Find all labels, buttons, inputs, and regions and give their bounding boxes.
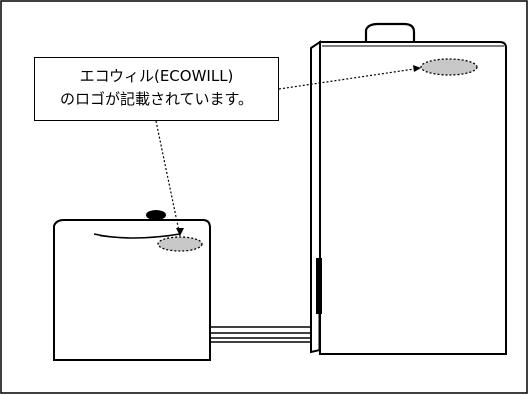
arrowhead-tank (413, 65, 421, 72)
logo-callout-box: エコウィル(ECOWILL) のロゴが記載されています。 (34, 57, 279, 121)
logo-marker-tank (420, 58, 478, 76)
connecting-pipes (205, 326, 318, 343)
callout-line-2: のロゴが記載されています。 (59, 90, 254, 108)
leader-lines (155, 67, 422, 237)
arrowhead-generator (176, 228, 184, 236)
callout-line-1: エコウィル(ECOWILL) (79, 67, 234, 85)
generator-unit (53, 210, 211, 361)
logo-marker-generator (157, 236, 203, 252)
hot-water-tank-unit (310, 22, 507, 355)
